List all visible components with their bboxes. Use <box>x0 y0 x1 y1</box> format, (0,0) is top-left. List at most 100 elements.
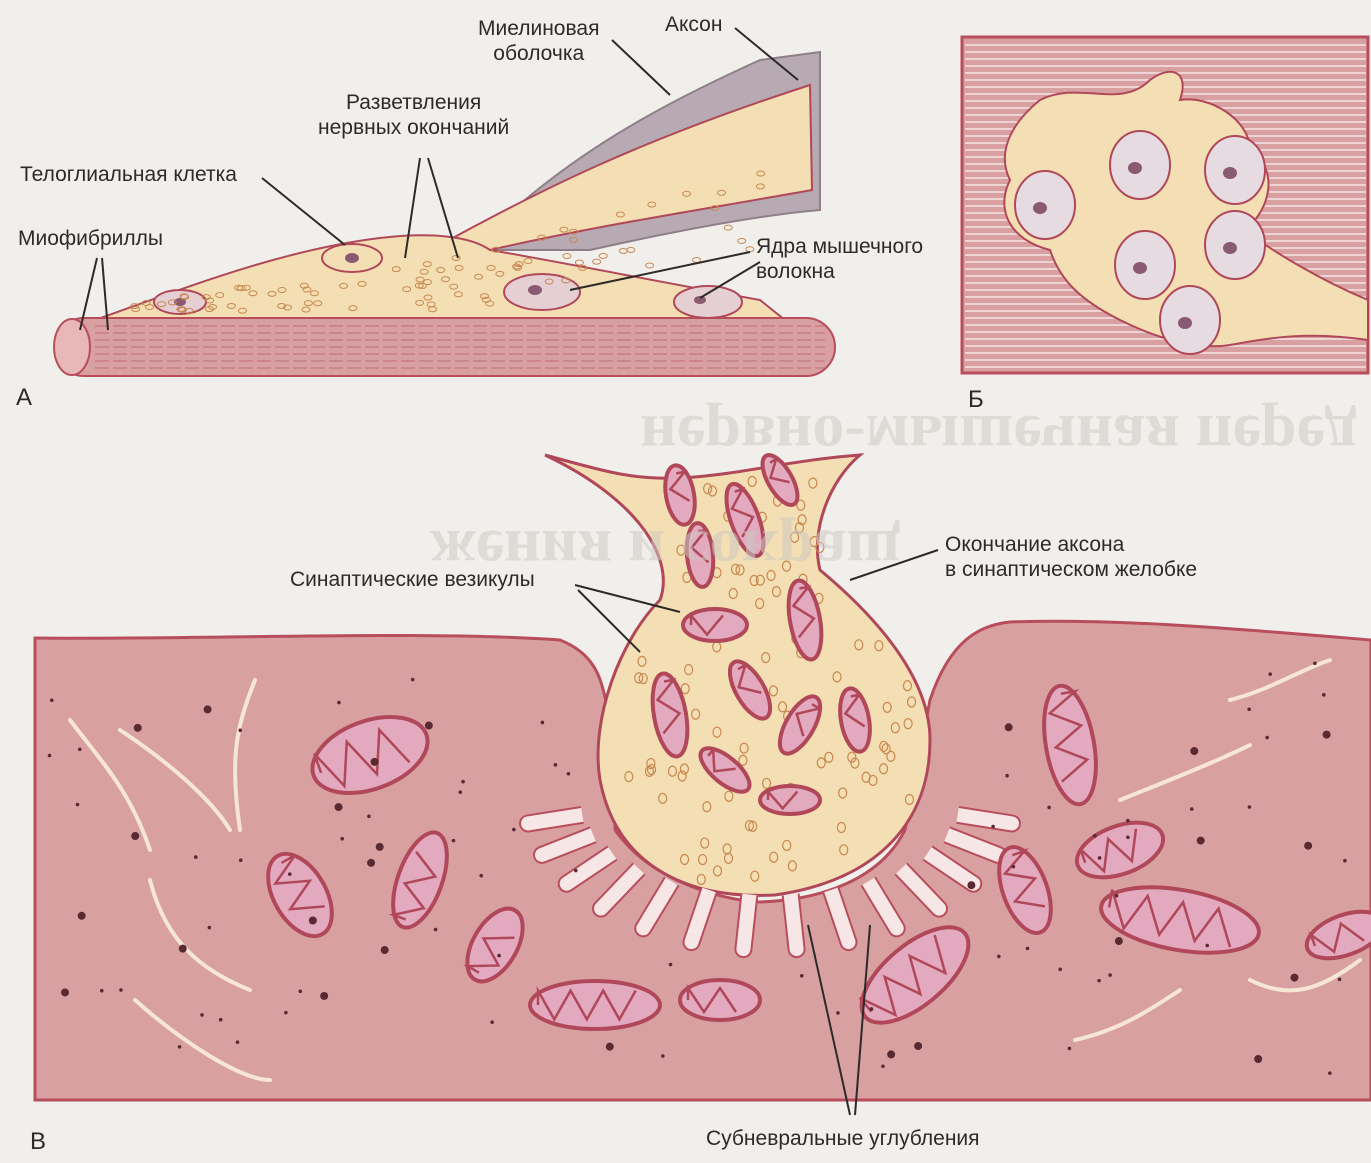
vesicle <box>738 238 746 243</box>
nucleolus <box>1133 262 1147 274</box>
granule <box>1322 693 1326 697</box>
granule <box>574 869 578 873</box>
granule <box>288 872 292 876</box>
vesicle <box>599 253 607 258</box>
label-axon-terminal: Окончание аксона в синаптическом желобке <box>945 532 1197 582</box>
panel-letter-a: А <box>16 384 32 412</box>
label-myofibrils: Миофибриллы <box>18 226 163 251</box>
granule <box>967 881 975 889</box>
granule <box>1005 723 1013 731</box>
granule <box>337 701 341 705</box>
granule <box>497 954 501 958</box>
label-myelin-sheath: Миелиновая оболочка <box>478 16 599 66</box>
granule <box>219 1018 223 1022</box>
granule <box>1097 979 1101 983</box>
granule <box>887 1050 895 1058</box>
granule <box>1126 836 1130 840</box>
granule <box>1197 837 1205 845</box>
granule <box>381 946 389 954</box>
granule <box>194 855 198 859</box>
granule <box>1313 661 1317 665</box>
label-nerve-branches: Разветвления нервных окончаний <box>318 90 509 140</box>
nucleolus <box>1033 202 1047 214</box>
granule <box>376 843 384 851</box>
granule <box>178 1045 182 1049</box>
granule <box>1248 805 1252 809</box>
panel-letter-b: Б <box>968 386 984 414</box>
granule <box>1098 856 1102 860</box>
granule <box>1126 819 1130 823</box>
granule <box>1012 865 1016 869</box>
granule <box>1304 842 1312 850</box>
granule <box>669 963 673 967</box>
mitochondrion <box>530 981 660 1029</box>
granule <box>1205 944 1209 948</box>
granule <box>512 828 516 832</box>
granule <box>836 1011 840 1015</box>
granule <box>1323 731 1331 739</box>
nucleolus <box>1223 167 1237 179</box>
granule <box>991 825 995 829</box>
granule <box>914 1042 922 1050</box>
granule <box>61 988 69 996</box>
granule <box>1115 937 1123 945</box>
teloglial-nucleus <box>345 253 359 263</box>
granule <box>1005 774 1009 778</box>
granule <box>284 1011 288 1015</box>
granule <box>1328 1071 1332 1075</box>
granule <box>131 832 139 840</box>
granule <box>1254 1055 1262 1063</box>
granule <box>76 803 80 807</box>
granule <box>1026 947 1030 951</box>
label-synaptic-vesicles: Синаптические везикулы <box>290 567 535 592</box>
granule <box>78 747 82 751</box>
granule <box>367 814 371 818</box>
granule <box>1338 978 1342 982</box>
nucleolus <box>1223 242 1237 254</box>
granule <box>119 988 123 992</box>
granule <box>236 1040 240 1044</box>
panel-b <box>962 37 1368 373</box>
granule <box>1068 1047 1072 1051</box>
nucleolus <box>1128 162 1142 174</box>
granule <box>1058 967 1062 971</box>
granule <box>340 837 344 841</box>
granule <box>1268 672 1272 676</box>
granule <box>100 989 104 993</box>
granule <box>434 928 438 932</box>
granule <box>134 724 142 732</box>
granule <box>320 992 328 1000</box>
granule <box>1047 806 1051 810</box>
granule <box>239 858 243 862</box>
show-through-text: нервно-мышечная перед <box>640 400 1356 474</box>
vesicle <box>646 263 654 268</box>
granule <box>479 874 483 878</box>
granule <box>309 917 317 925</box>
granule <box>1190 747 1198 755</box>
granule <box>371 758 379 766</box>
granule <box>606 1043 614 1051</box>
vesicle <box>619 248 627 253</box>
granule <box>204 705 212 713</box>
granule <box>50 698 54 702</box>
granule <box>425 722 433 730</box>
panel-letter-c: В <box>30 1128 46 1156</box>
granule <box>1265 736 1269 740</box>
granule <box>541 721 545 725</box>
vesicle <box>627 247 635 252</box>
granule <box>1190 807 1194 811</box>
mitochondrion <box>680 980 760 1020</box>
granule <box>1247 707 1251 711</box>
vesicle <box>746 247 754 252</box>
granule <box>78 912 86 920</box>
granule <box>208 926 212 930</box>
granule <box>179 945 187 953</box>
granule <box>1343 859 1347 863</box>
nucleolus <box>1178 317 1192 329</box>
vesicle <box>563 254 571 259</box>
fibre-end <box>54 319 90 375</box>
muscle-nucleus <box>504 274 580 310</box>
granule <box>800 974 804 978</box>
granule <box>554 763 558 767</box>
